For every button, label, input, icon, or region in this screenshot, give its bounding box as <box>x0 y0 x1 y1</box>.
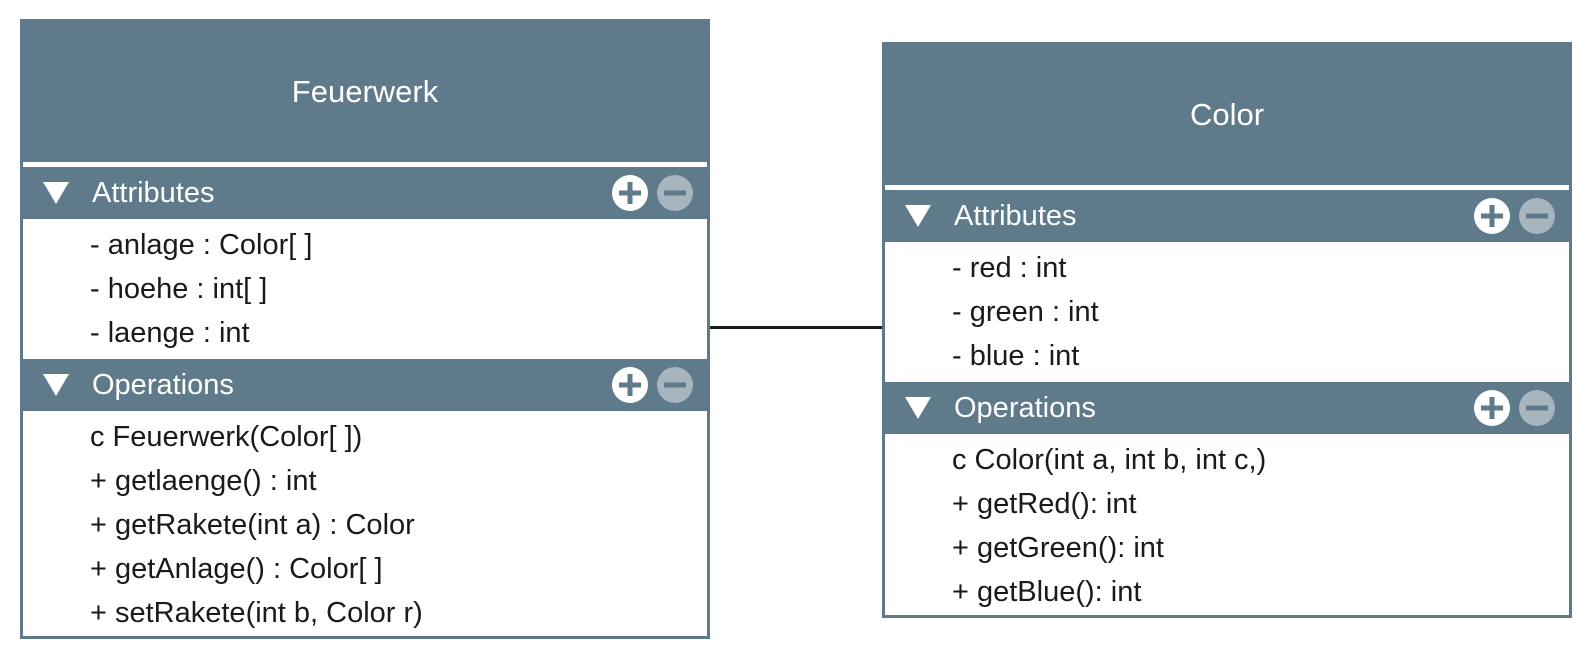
operations-list: c Color(int a, int b, int c,) + getRed()… <box>885 434 1569 618</box>
operations-section-header[interactable]: Operations <box>885 382 1569 434</box>
attributes-list: - red : int - green : int - blue : int <box>885 242 1569 382</box>
operation-item[interactable]: + getBlue(): int <box>952 576 1142 608</box>
class-box-feuerwerk[interactable]: Feuerwerk Attributes - anlage : Color[ ]… <box>20 19 710 639</box>
operation-item[interactable]: + setRakete(int b, Color r) <box>90 597 423 629</box>
triangle-down-icon[interactable] <box>43 182 69 204</box>
operations-section-header[interactable]: Operations <box>23 359 707 411</box>
section-controls <box>612 175 693 211</box>
operation-item[interactable]: + getlaenge() : int <box>90 465 317 497</box>
class-box-color[interactable]: Color Attributes - red : int - green : i… <box>882 42 1572 618</box>
class-name: Color <box>1189 97 1265 132</box>
operation-item[interactable]: + getAnlage() : Color[ ] <box>90 553 383 585</box>
section-controls <box>1474 390 1555 426</box>
minus-circle-icon[interactable] <box>1519 198 1555 234</box>
attribute-item[interactable]: - hoehe : int[ ] <box>90 273 268 305</box>
attribute-item[interactable]: - blue : int <box>952 340 1080 372</box>
attribute-item[interactable]: - green : int <box>952 296 1099 328</box>
attributes-section-header[interactable]: Attributes <box>885 190 1569 242</box>
attribute-item[interactable]: - anlage : Color[ ] <box>90 229 313 261</box>
plus-circle-icon[interactable] <box>1474 390 1510 426</box>
plus-circle-icon[interactable] <box>612 175 648 211</box>
operation-item[interactable]: + getRakete(int a) : Color <box>90 509 415 541</box>
class-name-header: Feuerwerk <box>23 22 707 167</box>
minus-circle-icon[interactable] <box>1519 390 1555 426</box>
attributes-list: - anlage : Color[ ] - hoehe : int[ ] - l… <box>23 219 707 359</box>
operation-item[interactable]: + getGreen(): int <box>952 532 1164 564</box>
section-title: Attributes <box>92 176 215 209</box>
plus-circle-icon[interactable] <box>1474 198 1510 234</box>
plus-circle-icon[interactable] <box>612 367 648 403</box>
triangle-down-icon[interactable] <box>43 374 69 396</box>
operation-item[interactable]: + getRed(): int <box>952 488 1137 520</box>
attribute-item[interactable]: - laenge : int <box>90 317 250 349</box>
section-controls <box>612 367 693 403</box>
section-title: Attributes <box>954 199 1077 232</box>
class-name-header: Color <box>885 45 1569 190</box>
section-title: Operations <box>92 368 234 401</box>
operation-item[interactable]: c Feuerwerk(Color[ ]) <box>90 421 363 453</box>
attributes-section-header[interactable]: Attributes <box>23 167 707 219</box>
association-line <box>708 326 882 329</box>
triangle-down-icon[interactable] <box>905 397 931 419</box>
section-title: Operations <box>954 391 1096 424</box>
class-name: Feuerwerk <box>291 74 439 109</box>
operations-list: c Feuerwerk(Color[ ]) + getlaenge() : in… <box>23 411 707 639</box>
operation-item[interactable]: c Color(int a, int b, int c,) <box>952 444 1267 476</box>
minus-circle-icon[interactable] <box>657 175 693 211</box>
minus-circle-icon[interactable] <box>657 367 693 403</box>
section-controls <box>1474 198 1555 234</box>
attribute-item[interactable]: - red : int <box>952 252 1067 284</box>
triangle-down-icon[interactable] <box>905 205 931 227</box>
